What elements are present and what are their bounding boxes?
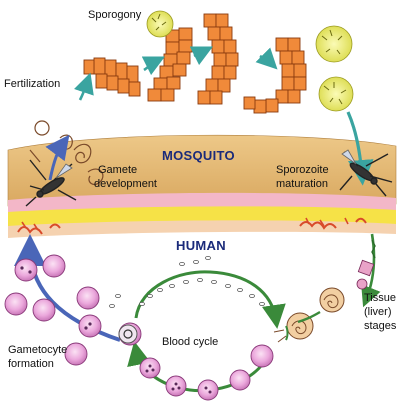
label-tissue-2: (liver) (364, 306, 392, 318)
label-tissue-1: Tissue (364, 292, 396, 304)
label-gametocyte-2: formation (8, 358, 54, 370)
label-gamete-1: Gamete (98, 164, 137, 176)
merozoites (110, 256, 265, 307)
label-sporogony: Sporogony (88, 9, 141, 21)
oocyst-chain-3 (198, 14, 238, 104)
label-gamete-2: development (94, 178, 157, 190)
label-gametocyte-1: Gametocyte (8, 344, 67, 356)
label-mosquito: MOSQUITO (162, 150, 235, 162)
sporogony-cell-chains (84, 14, 306, 113)
infected-cell-dots (20, 266, 211, 393)
label-sporozoite-2: maturation (276, 178, 328, 190)
label-human: HUMAN (176, 240, 226, 252)
oocyst-chain-2 (148, 28, 192, 101)
label-sporozoite-1: Sporozoite (276, 164, 329, 176)
oocyst-chain-1 (84, 58, 140, 96)
liver-stage-path (274, 234, 375, 342)
label-tissue-3: stages (364, 320, 396, 332)
oocyst-chain-4 (244, 38, 306, 113)
label-blood-cycle: Blood cycle (162, 336, 218, 348)
label-fertilization: Fertilization (4, 78, 60, 90)
schizont-swirls (274, 288, 344, 342)
ring-stage-cell (119, 325, 137, 343)
